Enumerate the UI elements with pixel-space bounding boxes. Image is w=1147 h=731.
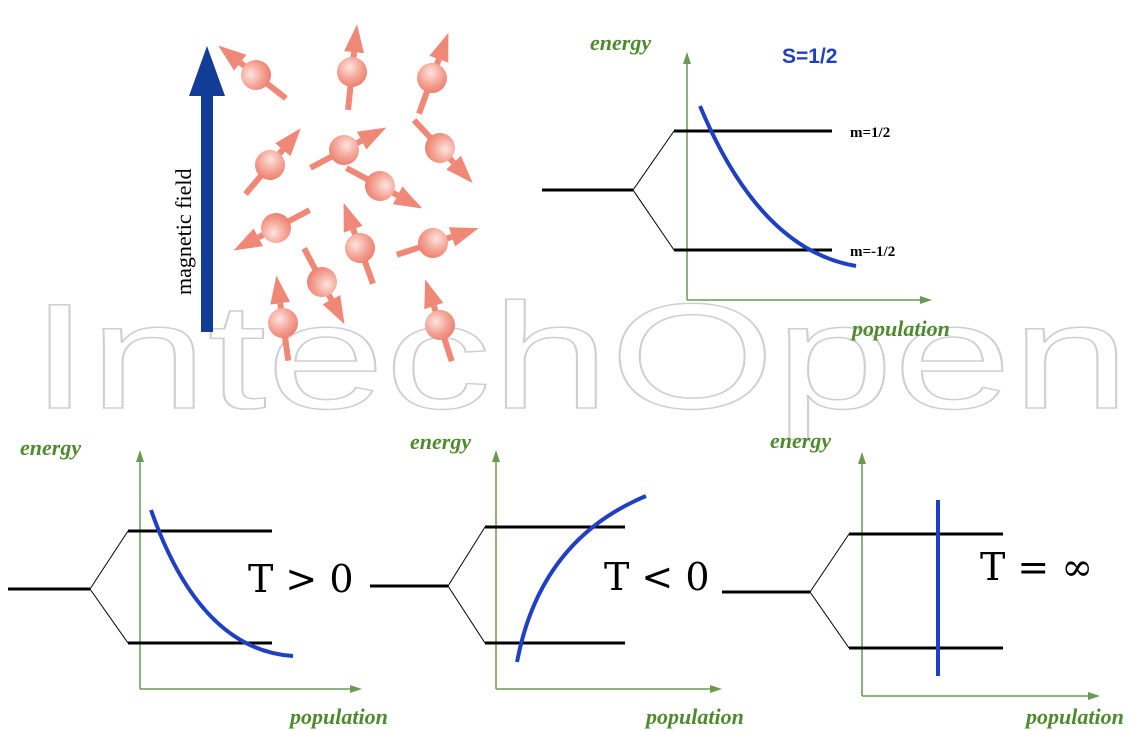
spin-13: [424, 279, 455, 363]
spin-7: [345, 165, 423, 209]
upper-level-label: m=1/2: [850, 125, 890, 141]
spin-quantum-number: S=1/2: [782, 45, 837, 68]
spin-12: [268, 275, 298, 362]
negative-temperature-label: T < 0: [604, 555, 710, 599]
top-energy-label: energy: [590, 30, 651, 55]
negative-temperature-curve: [515, 494, 647, 663]
spin-8: [233, 207, 311, 251]
spin-2: [337, 24, 367, 111]
panel2-energy-label: energy: [410, 429, 471, 454]
panel3-energy-label: energy: [770, 428, 831, 453]
infinite-temperature-label: T = ∞: [980, 545, 1093, 589]
positive-temperature-curve: [149, 509, 294, 658]
spin-1: [218, 45, 288, 101]
spin-4: [243, 128, 301, 197]
magnetic-field-label: magnetic field: [171, 169, 196, 295]
spin-11: [301, 247, 345, 325]
spin-5: [309, 127, 387, 171]
watermark: IntechOpen: [30, 272, 1130, 440]
spin-9: [343, 202, 376, 285]
panel-infinite-temperature: [722, 452, 1100, 700]
spin-ensemble: [218, 24, 479, 363]
top-population-curve: [698, 105, 857, 268]
top-energy-diagram: [542, 52, 932, 304]
top-population-label: population: [850, 316, 950, 341]
panel-negative-temperature: [370, 450, 722, 693]
panel1-energy-label: energy: [20, 435, 81, 460]
spin-3: [416, 32, 449, 115]
spin-6: [411, 118, 473, 184]
positive-temperature-label: T > 0: [248, 557, 354, 601]
panel1-population-label: population: [288, 704, 388, 729]
panel3-population-label: population: [1024, 704, 1124, 729]
magnetic-field-arrow: [189, 46, 225, 332]
spin-10: [395, 227, 479, 258]
lower-level-label: m=-1/2: [850, 244, 895, 260]
panel-positive-temperature: [8, 450, 362, 693]
panel2-population-label: population: [644, 704, 744, 729]
